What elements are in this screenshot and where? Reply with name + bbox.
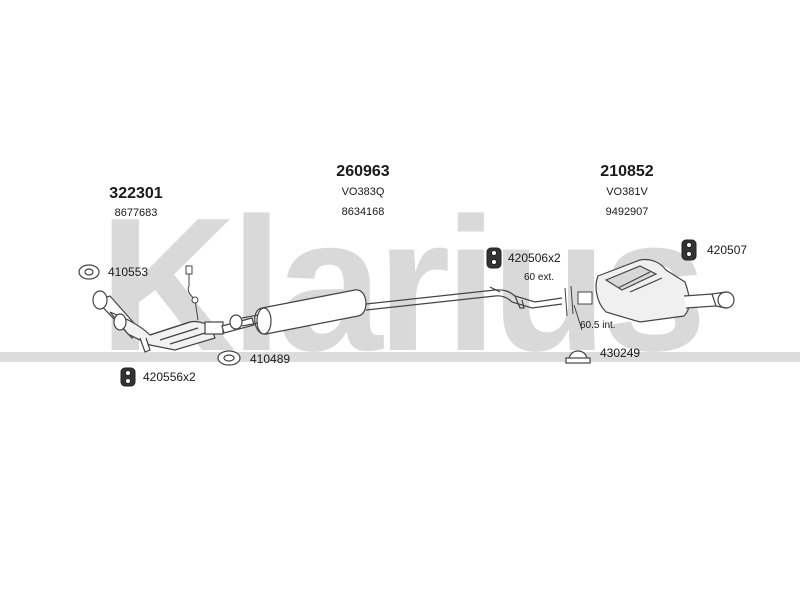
pipe-joint — [564, 285, 593, 331]
int-diameter-note: 60.5 int. — [580, 320, 616, 331]
mount-420556-label[interactable]: 420556x2 — [143, 370, 196, 384]
rear-silencer[interactable] — [595, 258, 735, 323]
ext-diameter-note: 60 ext. — [524, 272, 555, 283]
rear-silencer-ref1: VO381V — [606, 186, 648, 198]
mount-420506-label[interactable]: 420506x2 — [508, 251, 561, 265]
gasket-410553-label[interactable]: 410553 — [108, 265, 149, 279]
lambda-sensor[interactable] — [185, 265, 199, 321]
intermediate-pipe[interactable] — [365, 286, 563, 311]
gasket-410489-label[interactable]: 410489 — [250, 352, 291, 366]
catalyst-part-code[interactable]: 322301 — [109, 185, 163, 202]
clamp-430249-label[interactable]: 430249 — [600, 346, 641, 360]
rubber-mount-icon[interactable] — [681, 239, 697, 261]
gasket-icon[interactable] — [217, 350, 241, 366]
catalyst-ref: 8677683 — [114, 207, 158, 219]
klarius-watermark: Klarius — [0, 179, 800, 391]
catalytic-converter[interactable] — [92, 290, 224, 353]
middle-silencer-ref1: VO383Q — [341, 186, 385, 198]
gasket-icon[interactable] — [78, 264, 100, 280]
clamp-icon[interactable] — [565, 350, 591, 364]
rubber-mount-icon[interactable] — [120, 367, 136, 387]
middle-silencer[interactable] — [229, 289, 367, 335]
middle-silencer-ref2: 8634168 — [341, 206, 385, 218]
rubber-mount-icon[interactable] — [486, 247, 502, 269]
middle-silencer-code[interactable]: 260963 — [336, 163, 390, 180]
rear-silencer-code[interactable]: 210852 — [600, 163, 654, 180]
mount-420507-label[interactable]: 420507 — [707, 243, 748, 257]
rear-silencer-ref2: 9492907 — [605, 206, 649, 218]
